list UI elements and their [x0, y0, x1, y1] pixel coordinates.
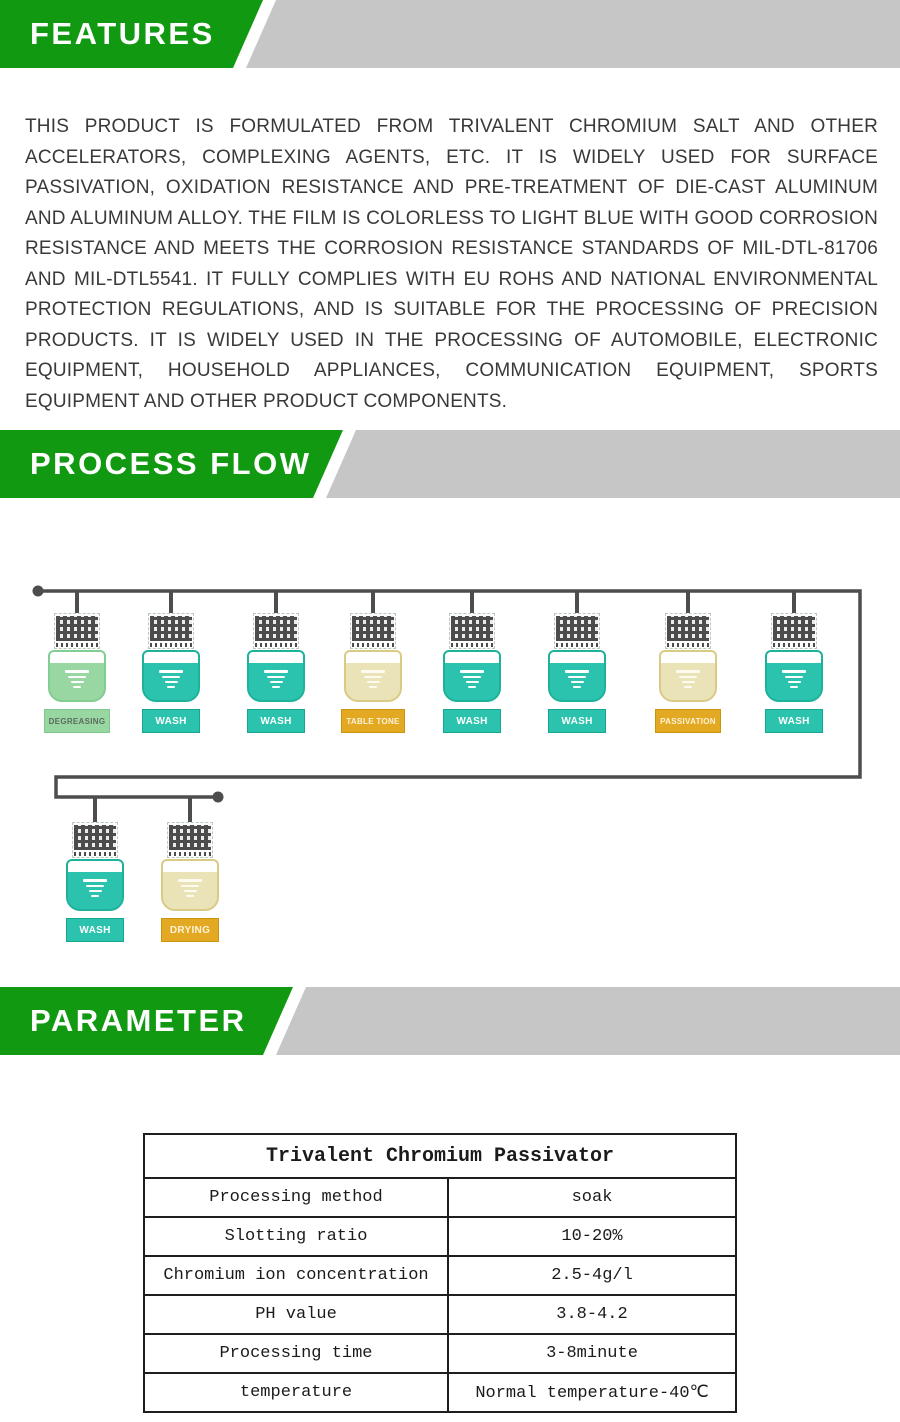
station-wash: WASH	[63, 797, 127, 942]
chemical-tank	[344, 650, 402, 702]
hanger-rod	[575, 591, 579, 613]
param-name: Processing method	[143, 1177, 449, 1218]
station-degreasing: DEGREASING	[43, 591, 111, 733]
water-level-icon	[264, 669, 288, 690]
parameter-banner: PARAMETER	[0, 987, 900, 1055]
station-label: WASH	[142, 709, 200, 733]
banner-green-stripe	[0, 430, 343, 498]
table-row: Slotting ratio 10-20%	[143, 1216, 737, 1257]
chemical-tank	[659, 650, 717, 702]
banner-gray-stripe	[326, 430, 900, 498]
table-row: PH value 3.8-4.2	[143, 1294, 737, 1335]
water-level-icon	[178, 878, 202, 899]
station-passivation: PASSIVATION	[655, 591, 721, 733]
water-level-icon	[159, 669, 183, 690]
wash-tank	[247, 650, 305, 702]
parts-rack-icon	[771, 613, 817, 649]
hanger-rod	[274, 591, 278, 613]
param-name: Processing time	[143, 1333, 449, 1374]
param-value: 3-8minute	[447, 1333, 737, 1374]
wash-tank	[443, 650, 501, 702]
station-wash: WASH	[244, 591, 308, 733]
station-label: TABLE TONE	[341, 709, 405, 733]
parts-rack-icon	[54, 613, 100, 649]
param-value: 10-20%	[447, 1216, 737, 1257]
station-table-tone: TABLE TONE	[341, 591, 405, 733]
parts-rack-icon	[554, 613, 600, 649]
hanger-rod	[188, 797, 192, 822]
station-drying: DRYING	[158, 797, 222, 942]
parts-rack-icon	[148, 613, 194, 649]
param-value: 3.8-4.2	[447, 1294, 737, 1335]
param-value: 2.5-4g/l	[447, 1255, 737, 1296]
water-level-icon	[65, 669, 89, 690]
station-label: WASH	[548, 709, 606, 733]
wash-tank	[142, 650, 200, 702]
banner-gray-stripe	[276, 987, 900, 1055]
hanger-rod	[470, 591, 474, 613]
hanger-rod	[792, 591, 796, 613]
table-title-row: Trivalent Chromium Passivator	[143, 1133, 737, 1179]
station-wash: WASH	[139, 591, 203, 733]
features-paragraph: THIS PRODUCT IS FORMULATED FROM TRIVALEN…	[25, 116, 878, 412]
hanger-rod	[371, 591, 375, 613]
station-label: PASSIVATION	[655, 709, 721, 733]
water-level-icon	[460, 669, 484, 690]
water-level-icon	[565, 669, 589, 690]
line-endpoint-dot	[32, 585, 44, 597]
param-name: PH value	[143, 1294, 449, 1335]
station-wash: WASH	[545, 591, 609, 733]
water-level-icon	[782, 669, 806, 690]
param-name: temperature	[143, 1372, 449, 1413]
param-name: Slotting ratio	[143, 1216, 449, 1257]
water-level-icon	[676, 669, 700, 690]
station-label: WASH	[247, 709, 305, 733]
hanger-rod	[169, 591, 173, 613]
table-row: Chromium ion concentration 2.5-4g/l	[143, 1255, 737, 1296]
degreasing-tank	[48, 650, 106, 702]
station-wash: WASH	[762, 591, 826, 733]
water-level-icon	[361, 669, 385, 690]
parts-rack-icon	[253, 613, 299, 649]
parts-rack-icon	[167, 822, 213, 858]
param-value: soak	[447, 1177, 737, 1218]
features-banner: FEATURES	[0, 0, 900, 68]
wash-tank	[548, 650, 606, 702]
station-label: WASH	[66, 918, 124, 942]
parts-rack-icon	[665, 613, 711, 649]
param-value: Normal temperature-40℃	[447, 1372, 737, 1413]
hanger-rod	[686, 591, 690, 613]
hanger-rod	[93, 797, 97, 822]
station-label: WASH	[443, 709, 501, 733]
process-flow-title: PROCESS FLOW	[30, 446, 312, 481]
table-row: Processing time 3-8minute	[143, 1333, 737, 1374]
banner-green-stripe	[0, 0, 263, 68]
station-label: DRYING	[161, 918, 219, 942]
process-flow-banner: PROCESS FLOW	[0, 430, 900, 498]
parameter-table: Trivalent Chromium Passivator Processing…	[143, 1133, 737, 1413]
water-level-icon	[83, 878, 107, 899]
parameter-title: PARAMETER	[30, 1003, 247, 1038]
table-title: Trivalent Chromium Passivator	[143, 1133, 737, 1179]
table-row: temperature Normal temperature-40℃	[143, 1372, 737, 1413]
parts-rack-icon	[449, 613, 495, 649]
param-name: Chromium ion concentration	[143, 1255, 449, 1296]
wash-tank	[765, 650, 823, 702]
features-title: FEATURES	[30, 16, 215, 51]
banner-green-stripe	[0, 987, 293, 1055]
station-wash: WASH	[440, 591, 504, 733]
station-label: WASH	[765, 709, 823, 733]
drying-tank	[161, 859, 219, 911]
parts-rack-icon	[72, 822, 118, 858]
wash-tank	[66, 859, 124, 911]
station-label: DEGREASING	[43, 709, 111, 733]
hanger-rod	[75, 591, 79, 613]
banner-gray-stripe	[246, 0, 900, 68]
table-row: Processing method soak	[143, 1177, 737, 1218]
parts-rack-icon	[350, 613, 396, 649]
